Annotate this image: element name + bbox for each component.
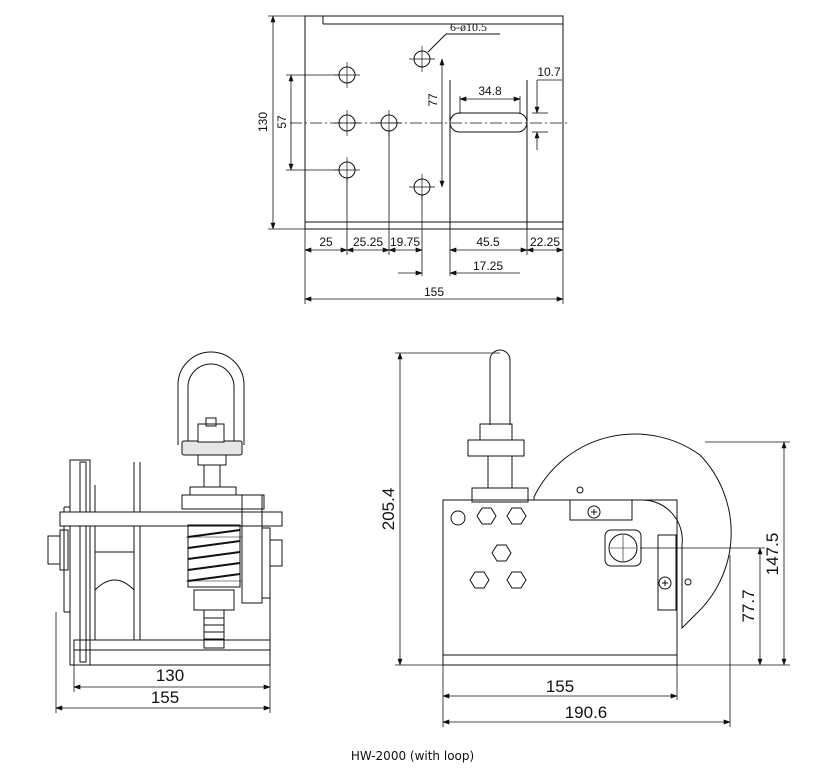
side-view-winch [442, 349, 732, 666]
side-dim-drum-height: 147.5 [763, 533, 782, 576]
side-bolts [450, 507, 527, 589]
dim-22-25: 22.25 [530, 235, 560, 249]
dim-overall-height: 130 [256, 112, 270, 132]
top-view-plate [290, 15, 568, 230]
top-view-dimension-labels: 130 57 77 6-ø10.5 34.8 10.7 25 25.25 19.… [256, 20, 561, 299]
side-view-dimensions [395, 352, 790, 727]
side-body [442, 499, 678, 666]
front-view-dimensions [55, 612, 271, 713]
front-dim-inner-width: 130 [156, 666, 184, 685]
winch-axle [59, 511, 283, 527]
dim-overall-width: 155 [424, 285, 444, 299]
front-base [73, 639, 271, 666]
side-eye-bolt [489, 349, 511, 425]
side-dim-axle-height: 77.7 [739, 589, 758, 622]
dim-hole-spacing-vertical: 57 [275, 115, 289, 129]
dim-hole-offset-vertical: 77 [426, 93, 440, 107]
worm-gear [186, 524, 242, 588]
front-dim-overall-width: 155 [151, 688, 179, 707]
dim-19-75: 19.75 [390, 235, 420, 249]
dim-45-5: 45.5 [476, 235, 500, 249]
side-dim-base-length: 155 [546, 677, 574, 696]
dim-25: 25 [319, 235, 333, 249]
dim-slot-length: 34.8 [478, 84, 502, 98]
drawing-caption: HW-2000 (with loop) [350, 749, 475, 763]
plate-outline [304, 15, 564, 230]
lifting-eye-loop [177, 351, 245, 445]
dim-25-25: 25.25 [353, 235, 383, 249]
dim-slot-width: 10.7 [537, 65, 561, 79]
hole-callout: 6-ø10.5 [450, 20, 487, 34]
side-dim-overall-height: 205.4 [379, 488, 398, 531]
mounting-slot [449, 112, 528, 133]
front-view-winch [47, 351, 283, 666]
dim-17-25: 17.25 [473, 259, 503, 273]
drum-cover [533, 433, 732, 630]
side-dim-overall-length: 190.6 [565, 703, 608, 722]
top-view-dimensions [268, 15, 564, 304]
